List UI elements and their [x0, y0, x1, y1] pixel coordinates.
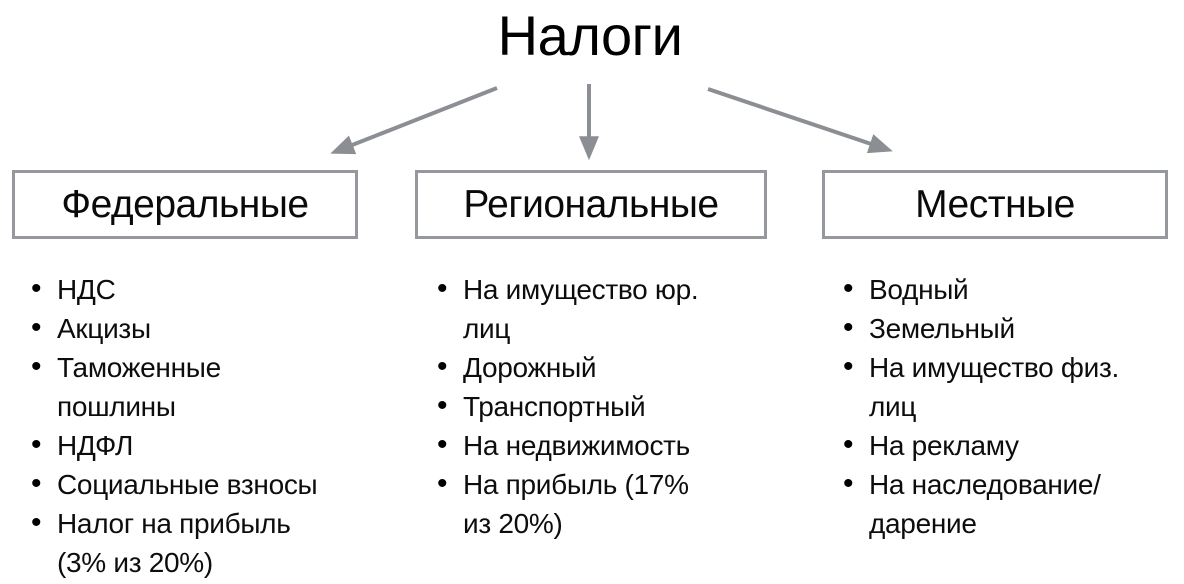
list-item: На недвижимость — [436, 425, 767, 465]
list-item: На прибыль (17% из 20%) — [436, 464, 767, 543]
header-box-local: Местные — [822, 170, 1168, 239]
column-federal: Федеральные НДС Акцизы Таможенные пошлин… — [12, 170, 358, 582]
header-box-regional: Региональные — [415, 170, 767, 239]
arrow-to-federal — [330, 86, 498, 155]
list-item: Налог на прибыль (3% из 20%) — [30, 503, 358, 582]
list-item: Таможенные пошлины — [30, 347, 358, 426]
list-item: НДС — [30, 269, 358, 309]
list-item: Акцизы — [30, 308, 358, 348]
header-label-local: Местные — [915, 182, 1075, 226]
list-item: На наследование/ дарение — [842, 464, 1168, 543]
tax-list-federal: НДС Акцизы Таможенные пошлины НДФЛ Социа… — [30, 269, 358, 582]
arrow-to-local — [707, 87, 893, 154]
column-local: Местные Водный Земельный На имущество фи… — [822, 170, 1168, 543]
list-item: На имущество физ. лиц — [842, 347, 1168, 426]
header-label-federal: Федеральные — [61, 182, 309, 226]
header-box-federal: Федеральные — [12, 170, 358, 239]
tax-list-regional: На имущество юр. лиц Дорожный Транспортн… — [436, 269, 767, 543]
list-item: Земельный — [842, 308, 1168, 348]
list-item: Водный — [842, 269, 1168, 309]
list-item: НДФЛ — [30, 425, 358, 465]
tax-list-local: Водный Земельный На имущество физ. лиц Н… — [842, 269, 1168, 543]
list-item: Дорожный — [436, 347, 767, 387]
header-label-regional: Региональные — [463, 182, 719, 226]
list-item: Социальные взносы — [30, 464, 358, 504]
column-regional: Региональные На имущество юр. лиц Дорожн… — [415, 170, 767, 543]
list-item: На имущество юр. лиц — [436, 269, 767, 348]
diagram-title: Налоги — [497, 4, 683, 67]
list-item: На рекламу — [842, 425, 1168, 465]
list-item: Транспортный — [436, 386, 767, 426]
